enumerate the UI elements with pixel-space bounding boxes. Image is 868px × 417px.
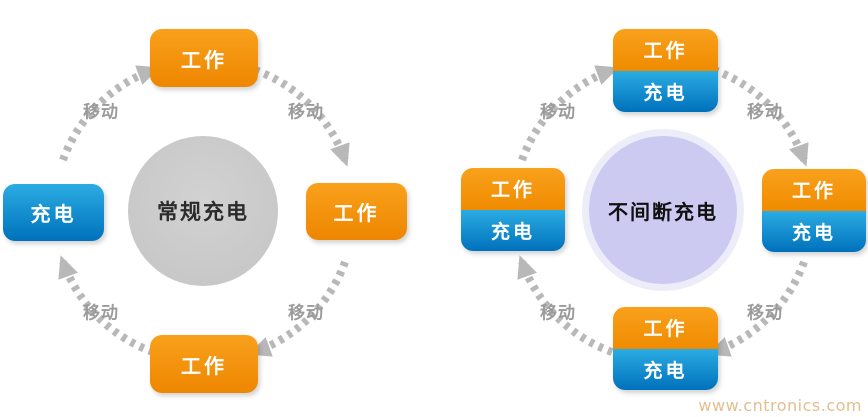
work-charge-node-top-uninterrupted: 工作 充电 (613, 29, 718, 112)
charge-half-top: 充电 (613, 70, 718, 112)
move-label-bottom-right-regular: 移动 (288, 303, 324, 324)
site-watermark: www.cntronics.com (698, 396, 862, 415)
move-label-top-left-uninterrupted: 移动 (540, 102, 576, 123)
move-label-top-left-regular: 移动 (83, 102, 119, 123)
move-label-top-right-uninterrupted: 移动 (747, 102, 783, 123)
work-half-right: 工作 (762, 169, 866, 211)
work-charge-node-bottom-uninterrupted: 工作 充电 (613, 307, 718, 390)
uninterrupted-charging-center-circle: 不间断充电 (589, 136, 737, 284)
charge-node-left-regular: 充电 (3, 184, 104, 241)
work-charge-node-left-uninterrupted: 工作 充电 (461, 168, 565, 251)
work-charge-node-right-uninterrupted: 工作 充电 (762, 169, 866, 252)
move-label-bottom-left-regular: 移动 (83, 303, 119, 324)
move-label-bottom-left-uninterrupted: 移动 (540, 303, 576, 324)
work-half-left: 工作 (461, 168, 565, 210)
work-half-bottom: 工作 (613, 307, 718, 349)
charge-half-right: 充电 (762, 210, 866, 252)
work-node-top-regular: 工作 (150, 29, 258, 87)
charge-half-bottom: 充电 (613, 348, 718, 390)
charge-half-left: 充电 (461, 209, 565, 251)
work-node-bottom-regular: 工作 (150, 335, 258, 393)
work-half-top: 工作 (613, 29, 718, 71)
regular-charging-center-circle: 常规充电 (128, 136, 278, 286)
move-label-top-right-regular: 移动 (288, 102, 324, 123)
work-node-right-regular: 工作 (306, 183, 407, 240)
move-label-bottom-right-uninterrupted: 移动 (747, 303, 783, 324)
